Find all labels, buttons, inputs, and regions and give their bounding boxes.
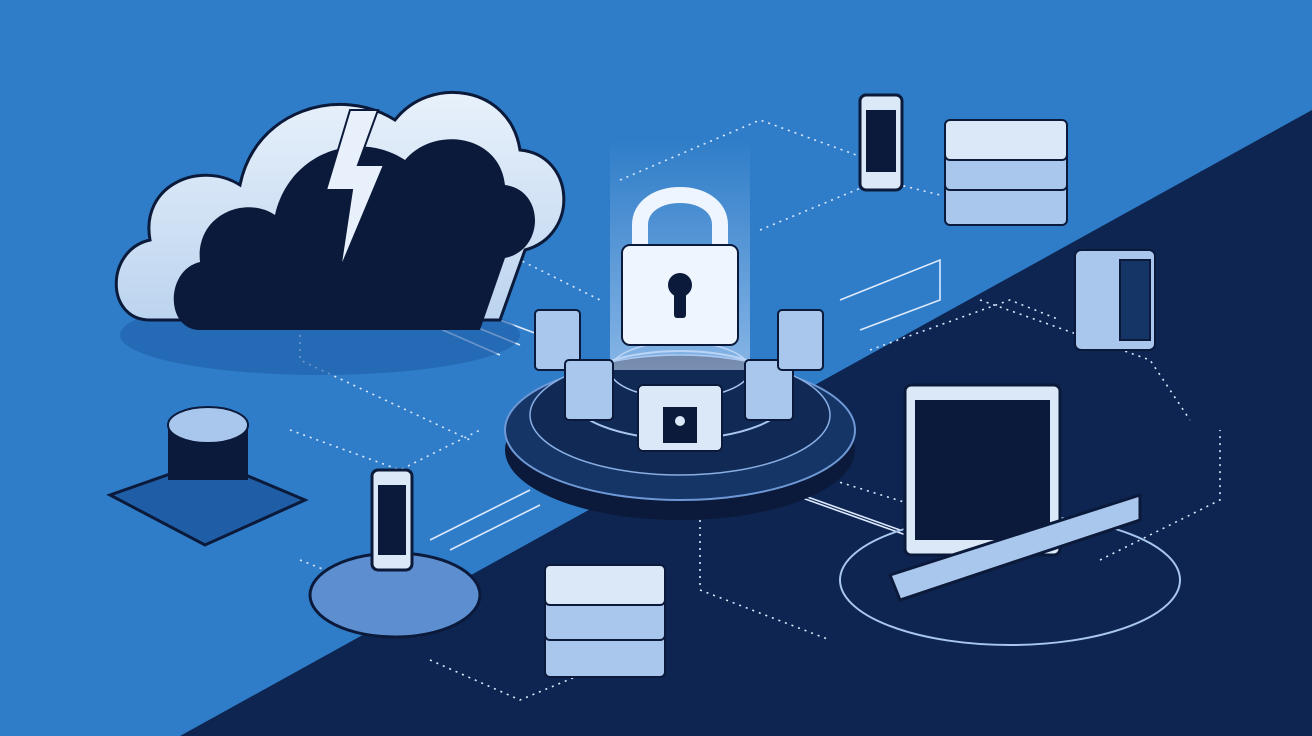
server-rack-icon bbox=[1074, 249, 1156, 351]
server-rack-icon bbox=[944, 119, 1068, 226]
central-lock-hub bbox=[504, 140, 856, 520]
database-cylinder-icon bbox=[106, 406, 309, 547]
hub-server-blocks bbox=[534, 309, 824, 452]
laptop-icon bbox=[839, 383, 1181, 646]
smartphone-icon bbox=[308, 468, 482, 639]
padlock-icon bbox=[621, 187, 739, 346]
server-rack-icon bbox=[544, 564, 666, 678]
smartphone-icon bbox=[858, 93, 904, 192]
cloud-with-lightning-icon bbox=[114, 90, 566, 375]
